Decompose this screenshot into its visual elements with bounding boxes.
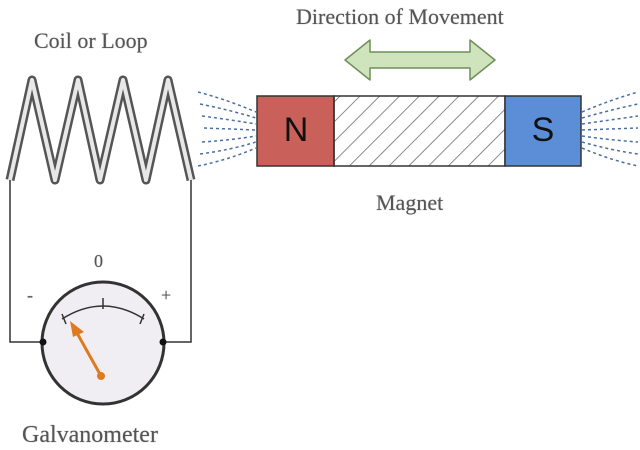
needle-pivot — [97, 372, 105, 380]
scale-tick-right — [139, 313, 145, 325]
magnet-label: Magnet — [376, 190, 444, 215]
terminal-right — [159, 338, 167, 346]
galvanometer-label: Galvanometer — [22, 422, 158, 448]
coil-label: Coil or Loop — [34, 28, 148, 53]
north-label: N — [284, 111, 309, 149]
south-label: S — [532, 111, 555, 149]
scale-zero-label: 0 — [94, 251, 103, 271]
galvanometer — [39, 280, 167, 406]
coil — [5, 75, 196, 185]
magnet-south-pole — [504, 95, 582, 167]
direction-arrow — [344, 39, 496, 81]
magnet-body — [333, 95, 506, 167]
circuit-wire — [9, 180, 192, 343]
magnet: N S — [256, 95, 582, 167]
magnetic-field-lines-left — [197, 91, 257, 167]
terminal-left — [39, 338, 47, 346]
scale-minus-label: - — [27, 285, 33, 305]
needle-tip — [70, 321, 84, 337]
galvanometer-needle — [75, 332, 103, 377]
magnetic-field-lines-right — [581, 91, 639, 167]
scale-plus-label: + — [161, 285, 172, 305]
magnet-north-pole — [256, 95, 335, 167]
scale-tick-left — [61, 313, 67, 325]
direction-label: Direction of Movement — [296, 4, 504, 29]
